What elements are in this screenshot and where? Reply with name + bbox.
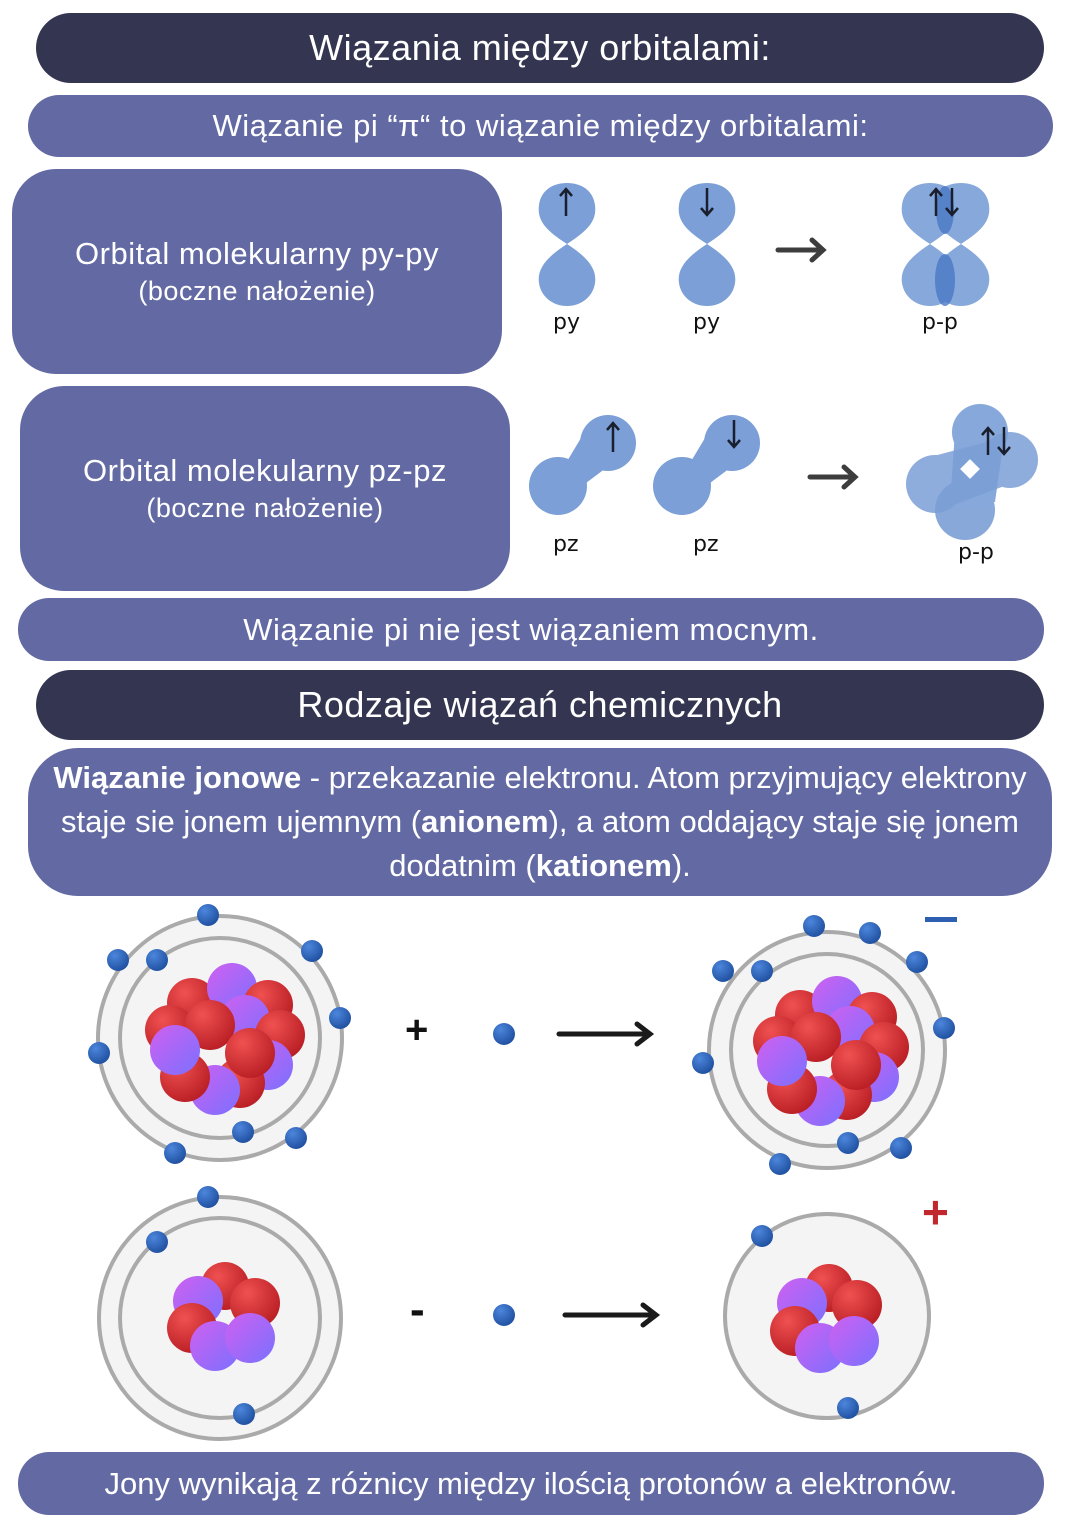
up-arrow-icon: [606, 421, 620, 452]
pz-pz-subtitle: (boczne nałożenie): [146, 493, 384, 523]
py-py-subtitle: (boczne nałożenie): [138, 276, 376, 306]
pz-label-2: pz: [693, 532, 719, 557]
atom-neutral-large: [88, 904, 351, 1164]
pz-pz-title: Orbital molekularny pz-pz: [83, 453, 447, 488]
ionic-bond-definition: Wiązanie jonowe - przekazanie elektronu.…: [28, 748, 1052, 896]
reaction-arrow-icon: [562, 1302, 661, 1328]
pi-bond-note-banner: Wiązanie pi nie jest wiązaniem mocnym.: [18, 598, 1044, 661]
pi-bond-intro-banner: Wiązanie pi “π“ to wiązanie między orbit…: [28, 95, 1053, 157]
anion-charge-minus: −: [925, 917, 957, 922]
section-header-title: Rodzaje wiązań chemicznych: [297, 684, 783, 725]
py-label-2: py: [693, 310, 720, 335]
pz-pz-orbital-box: Orbital molekularny pz-pz (boczne nałoże…: [20, 386, 510, 591]
py-py-orbital-box: Orbital molekularny py-py (boczne nałoże…: [12, 169, 502, 374]
cation-term: kationem: [535, 848, 672, 883]
ions-summary-text: Jony wynikają z różnicy między ilością p…: [104, 1465, 958, 1501]
pz-orbital-1: [529, 415, 636, 515]
electron-icon: [493, 1304, 515, 1326]
ionic-bond-term: Wiązanie jonowe: [53, 760, 302, 795]
down-arrow-icon: [727, 420, 741, 449]
reaction-arrow-icon: [556, 1021, 655, 1047]
pi-bond-intro-text: Wiązanie pi “π“ to wiązanie między orbit…: [212, 108, 869, 143]
py-orbital-1: [538, 183, 596, 306]
pi-bond-note-text: Wiązanie pi nie jest wiązaniem mocnym.: [243, 611, 819, 647]
section-header-orbital-bonds: Wiązania między orbitalami:: [36, 13, 1044, 83]
ionic-text-3: ).: [671, 848, 691, 883]
anion-atom: [692, 915, 955, 1175]
up-arrow-icon: [559, 187, 573, 216]
pz-pz-overlap-orbital: [906, 404, 1038, 540]
electron-icon: [493, 1023, 515, 1045]
p-p-label-2: p-p: [958, 540, 994, 565]
cation-charge-plus: +: [922, 1186, 949, 1238]
py-orbital-2: [678, 183, 736, 306]
ions-summary-banner: Jony wynikają z różnicy między ilością p…: [18, 1452, 1044, 1515]
down-arrow-icon: [700, 188, 714, 217]
pz-orbital-2: [653, 415, 760, 515]
section-header-title: Wiązania między orbitalami:: [309, 27, 771, 68]
py-py-title: Orbital molekularny py-py: [75, 236, 439, 271]
ionic-text-1: - przekazanie elektronu. Atom przyjmując…: [61, 760, 1027, 839]
cation-atom: [723, 1212, 931, 1420]
p-p-label-1: p-p: [922, 310, 958, 335]
minus-operator: -: [410, 1285, 425, 1334]
right-arrow-icon: [807, 464, 859, 490]
up-down-arrows-icon: [929, 187, 959, 217]
anion-term: anionem: [421, 804, 549, 839]
ionic-text-2: ), a atom oddający staje się jonem dodat…: [389, 804, 1019, 883]
right-arrow-icon: [775, 237, 827, 263]
up-down-arrows-icon: [981, 426, 1011, 456]
ionic-bond-paragraph: Wiązanie jonowe - przekazanie elektronu.…: [48, 756, 1032, 888]
plus-operator: +: [405, 1008, 429, 1052]
py-label-1: py: [553, 310, 580, 335]
atom-neutral-small: [97, 1186, 343, 1441]
section-header-bond-types: Rodzaje wiązań chemicznych: [36, 670, 1044, 740]
py-py-overlap-orbital: [901, 183, 990, 306]
pz-label-1: pz: [553, 532, 579, 557]
